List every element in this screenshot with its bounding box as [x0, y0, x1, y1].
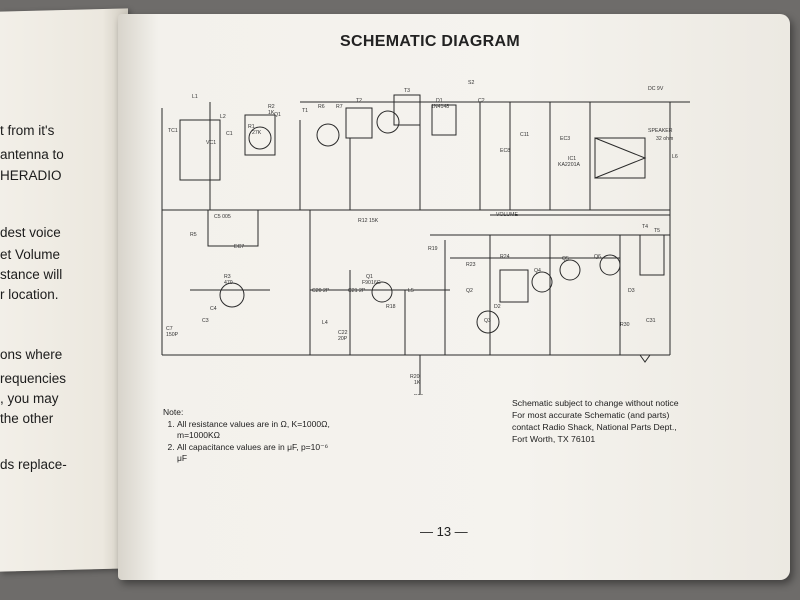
svg-text:IC1: IC1: [568, 156, 576, 162]
svg-text:Q6: Q6: [594, 254, 601, 260]
svg-text:T3: T3: [404, 88, 410, 94]
svg-text:R12 15K: R12 15K: [358, 218, 379, 224]
svg-text:L5: L5: [408, 288, 414, 294]
svg-text:F9016G: F9016G: [362, 280, 381, 286]
svg-text:R1: R1: [248, 124, 255, 130]
svg-text:T5: T5: [654, 228, 660, 234]
svg-text:1K: 1K: [414, 380, 421, 386]
svg-text:TC1: TC1: [168, 128, 178, 134]
svg-text:R18: R18: [386, 304, 396, 310]
left-page-line: dest voice: [0, 225, 61, 240]
svg-text:C2: C2: [478, 98, 485, 104]
svg-text:470: 470: [224, 280, 233, 286]
svg-text:R20: R20: [410, 374, 420, 380]
svg-text:1K: 1K: [268, 110, 275, 116]
svg-text:D1: D1: [436, 98, 443, 104]
right-page: [118, 14, 790, 580]
svg-text:32 ohm: 32 ohm: [656, 136, 673, 142]
svg-text:R3: R3: [224, 274, 231, 280]
svg-text:SPEAKER: SPEAKER: [648, 128, 673, 134]
svg-text:T2: T2: [356, 98, 362, 104]
svg-text:T4: T4: [642, 224, 648, 230]
page-number: — 13 —: [420, 524, 468, 539]
left-page-line: , you may: [0, 391, 59, 406]
svg-text:C20 2P: C20 2P: [312, 288, 330, 294]
svg-text:DC 9V: DC 9V: [648, 86, 664, 92]
svg-text:D3: D3: [628, 288, 635, 294]
schematic-diagram: L1 TC1 VC1 L2 C1 R1 27K Q1 R2 1K T1 R6 R…: [161, 80, 690, 395]
svg-text:R30: R30: [620, 322, 630, 328]
svg-text:27K: 27K: [252, 130, 262, 136]
svg-text:20P: 20P: [338, 336, 348, 342]
note-item: All resistance values are in Ω, K=1000Ω,…: [177, 419, 338, 442]
svg-text:C22: C22: [338, 330, 348, 336]
svg-text:Q2: Q2: [466, 288, 473, 294]
left-page-line: et Volume: [0, 247, 61, 262]
svg-text:R5: R5: [190, 232, 197, 238]
svg-text:Q5: Q5: [562, 256, 569, 262]
svg-text:Q1: Q1: [366, 274, 373, 280]
svg-text:EC8: EC8: [500, 148, 510, 154]
svg-text:EC3: EC3: [560, 136, 570, 142]
svg-text:150P: 150P: [166, 332, 179, 338]
left-page-line: stance will: [0, 267, 63, 282]
left-page-line: HERADIO: [0, 168, 62, 183]
note-item: All capacitance values are in μF, p=10⁻⁶…: [177, 442, 338, 465]
svg-text:C4: C4: [210, 306, 217, 312]
svg-text:R19: R19: [428, 246, 438, 252]
svg-text:L6: L6: [672, 154, 678, 160]
left-page-line: the other: [0, 411, 54, 426]
left-page-line: ds replace-: [0, 457, 67, 472]
svg-text:C7: C7: [166, 326, 173, 332]
notes: Note: All resistance values are in Ω, K=…: [163, 407, 338, 465]
svg-text:Q4: Q4: [534, 268, 541, 274]
svg-text:C21 2P: C21 2P: [348, 288, 366, 294]
svg-text:C31: C31: [646, 318, 656, 324]
svg-text:T1: T1: [302, 108, 308, 114]
left-page-line: antenna to: [0, 147, 64, 162]
left-page-line: requencies: [0, 371, 67, 386]
svg-text:EC7: EC7: [234, 244, 244, 250]
svg-text:C1: C1: [226, 131, 233, 137]
notice-line: contact Radio Shack, National Parts Dept…: [512, 422, 677, 432]
left-page-line: r location.: [0, 287, 59, 302]
svg-text:Q1: Q1: [274, 112, 281, 118]
svg-text:R7: R7: [336, 104, 343, 110]
notice-line: Schematic subject to change without noti…: [512, 398, 679, 408]
left-page-line: ons where: [0, 347, 63, 362]
svg-text:C11: C11: [520, 132, 529, 138]
svg-text:VC1: VC1: [206, 140, 216, 146]
svg-text:R21: R21: [414, 394, 424, 395]
svg-text:C5 005: C5 005: [214, 214, 231, 220]
svg-text:L2: L2: [220, 114, 226, 120]
svg-text:R2: R2: [268, 104, 275, 110]
change-notice: Schematic subject to change without noti…: [512, 397, 742, 445]
notes-heading: Note:: [163, 407, 184, 417]
svg-text:VOLUME: VOLUME: [496, 212, 518, 218]
svg-text:S2: S2: [468, 80, 474, 86]
svg-text:R6: R6: [318, 104, 325, 110]
svg-text:1N4148: 1N4148: [431, 104, 449, 110]
svg-text:L4: L4: [322, 320, 328, 326]
svg-text:C3: C3: [202, 318, 209, 324]
left-page-line: t from it's: [0, 123, 55, 138]
svg-text:R24: R24: [500, 254, 510, 260]
notice-line: For most accurate Schematic (and parts): [512, 410, 670, 420]
svg-text:D2: D2: [494, 304, 501, 310]
svg-text:KA2201A: KA2201A: [558, 162, 580, 168]
notice-line: Fort Worth, TX 76101: [512, 434, 596, 444]
page-title: SCHEMATIC DIAGRAM: [340, 33, 520, 50]
svg-text:R23: R23: [466, 262, 476, 268]
svg-text:L1: L1: [192, 94, 198, 100]
svg-text:Q3: Q3: [484, 318, 491, 324]
